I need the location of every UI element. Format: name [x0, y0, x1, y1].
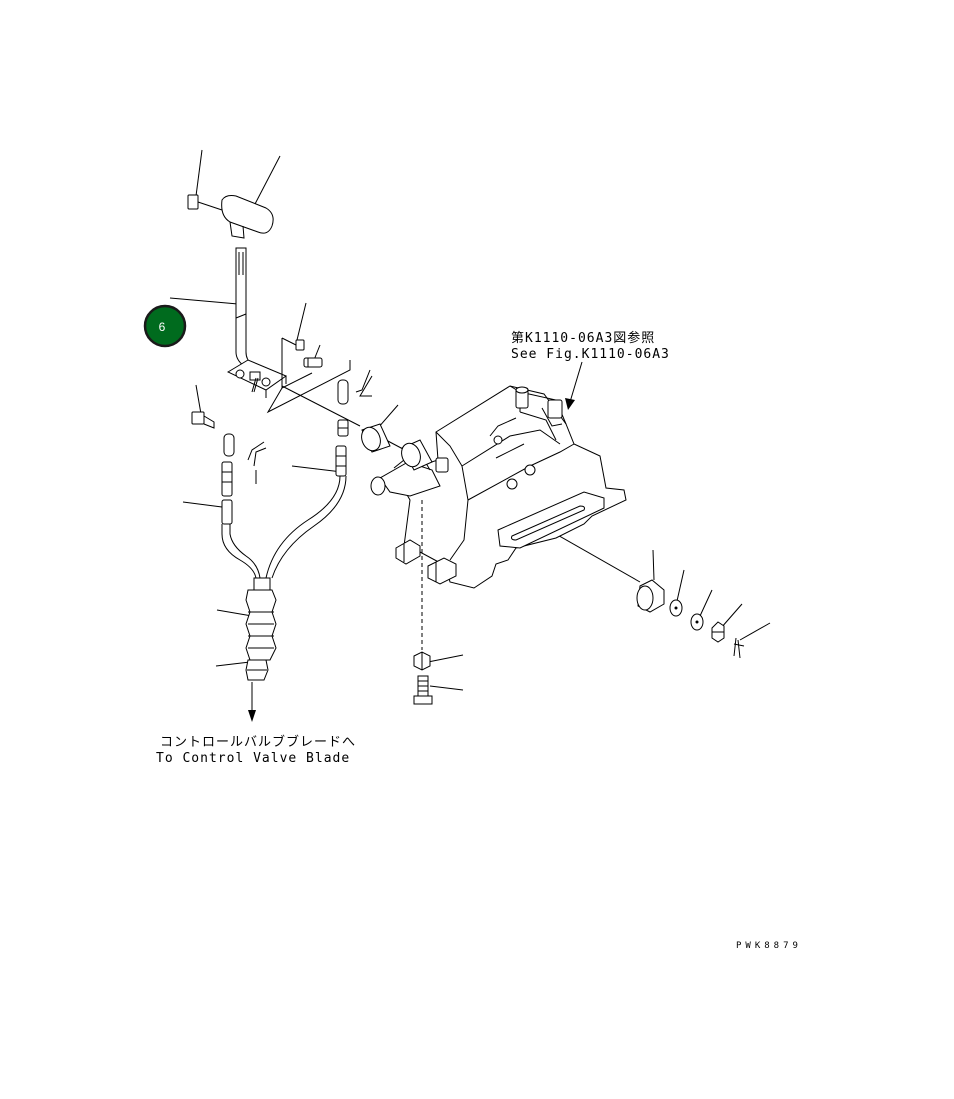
leader-arrow-icon: [248, 682, 256, 722]
lower-nut: [414, 652, 430, 670]
control-lever-assembly: [188, 195, 372, 722]
numbered-circle-icon: [145, 306, 185, 346]
washer-1: [670, 600, 682, 616]
bushing-left: [358, 424, 390, 453]
end-cotter-pin: [734, 638, 744, 658]
control-cables: [222, 476, 346, 578]
bracket-plate: [268, 338, 350, 412]
lever-bracket: [228, 360, 286, 398]
rod-end-right: [336, 380, 348, 476]
callout-badge-label: 6: [159, 320, 166, 334]
lower-bolt: [414, 676, 432, 704]
bushing-middle: [398, 440, 432, 470]
left-pin-bolt: [192, 412, 214, 428]
lever-rod: [236, 248, 260, 372]
drawing-code: PWK8879: [736, 941, 802, 951]
callout-badge[interactable]: 6: [145, 306, 185, 346]
destination-note-jp: コントロールバルブブレードへ: [160, 734, 356, 750]
rod-end-left: [222, 434, 234, 524]
destination-note-en: To Control Valve Blade: [156, 751, 350, 766]
reference-arrow-icon: [565, 362, 582, 410]
cotter-pin-left: [248, 442, 266, 484]
castle-nut: [712, 622, 724, 642]
lower-fitting-left: [396, 540, 420, 564]
knob-bolt: [188, 195, 222, 210]
washer-2: [691, 614, 703, 630]
lower-fitting-right: [428, 558, 456, 584]
lever-knob: [222, 196, 273, 239]
shaft-collar: [637, 580, 664, 612]
main-bracket: [371, 362, 626, 650]
cotter-pin-right: [356, 370, 372, 396]
bracket-cotter-pin: [252, 378, 258, 392]
bracket-bolt: [296, 340, 322, 367]
cable-boot: [246, 578, 276, 680]
reference-note-en: See Fig.K1110-06A3: [511, 347, 670, 362]
reference-note-jp: 第K1110-06A3図参照: [511, 330, 655, 346]
leader-lines: [170, 150, 770, 690]
